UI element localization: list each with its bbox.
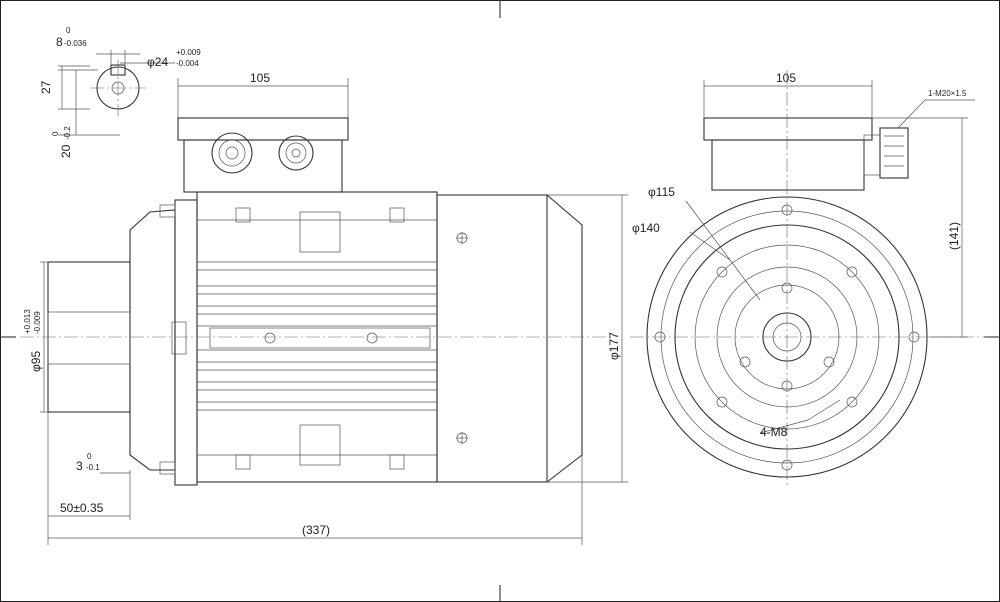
shaft-offset-tol-upper: 0 [51, 131, 60, 136]
terminal-box [177, 117, 349, 193]
key-width-tol-upper: 0 [66, 26, 71, 35]
shaft-section-detail [58, 50, 175, 136]
spigot-dia-label: φ95 [29, 351, 43, 372]
key-height-label: 27 [39, 80, 53, 94]
side-terminal-box-width: 105 [250, 71, 270, 85]
spigot-dia-tol-upper: +0.013 [23, 309, 32, 334]
overall-length-label: (337) [302, 523, 330, 537]
shaft-dia-tol-upper: +0.009 [176, 48, 201, 57]
shaft-dia-tol-lower: -0.004 [176, 59, 199, 68]
shaft-length-label: 50±0.35 [60, 501, 104, 515]
flange-pcd-label: φ140 [632, 221, 660, 235]
mounting-holes-label: 4-M8 [760, 425, 788, 439]
height-to-box-label: (141) [947, 222, 961, 250]
shaft-offset-label: 20 [59, 144, 73, 158]
spigot-pcd-label: φ115 [648, 185, 675, 199]
spigot-dia-tol-lower: -0.009 [33, 311, 42, 334]
end-view: 105 1-M20×1.5 (141) [630, 70, 990, 485]
shaft-dia-label: φ24 [147, 55, 168, 69]
end-terminal-box [703, 117, 909, 191]
shaft-offset-tol-lower: -0.2 [63, 126, 72, 140]
spigot-depth-tol-lower: -0.1 [86, 463, 100, 472]
key-width-label: 8 [56, 35, 63, 49]
flange [129, 199, 198, 486]
spigot-depth-label: 3 [76, 459, 83, 473]
spigot-depth-tol-upper: 0 [87, 452, 92, 461]
side-view: 8 0 -0.036 φ24 +0.009 -0.004 27 20 0 -0.… [20, 26, 628, 545]
key-width-tol-lower: -0.036 [64, 39, 87, 48]
end-terminal-box-width: 105 [776, 71, 796, 85]
fan-cover [436, 194, 583, 483]
cable-gland-label: 1-M20×1.5 [928, 89, 967, 98]
body-dia-label: φ177 [607, 332, 621, 360]
